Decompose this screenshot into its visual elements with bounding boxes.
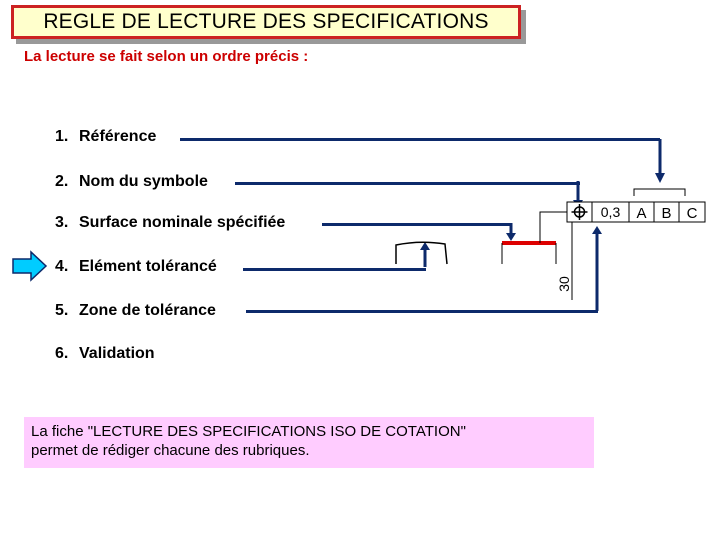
datum-a: A <box>636 205 646 222</box>
step-tolerance-zone: 5. Zone de tolérance <box>55 302 216 320</box>
step-label: Référence <box>79 128 157 145</box>
zone-arrowhead-icon <box>592 226 602 234</box>
step-number: 3. <box>55 214 69 231</box>
dimension-value: 30 <box>556 276 572 292</box>
step-line-nominal-surface <box>322 223 512 226</box>
page-title: REGLE DE LECTURE DES SPECIFICATIONS <box>43 10 489 33</box>
toleranced-element-profile <box>395 241 448 265</box>
element-arrowhead-icon <box>420 242 430 250</box>
step-number: 6. <box>55 345 69 362</box>
step-validation: 6. Validation <box>55 345 155 363</box>
datum-b: B <box>661 205 671 222</box>
step-reference: 1. Référence <box>55 128 156 146</box>
current-step-arrow-icon <box>12 250 48 282</box>
subtitle: La lecture se fait selon un ordre précis… <box>24 48 309 65</box>
step-number: 1. <box>55 128 69 145</box>
step-toleranced-element: 4. Elément tolérancé <box>55 258 217 276</box>
step-symbol-name: 2. Nom du symbole <box>55 173 208 191</box>
step-number: 4. <box>55 258 69 275</box>
surface-arrowhead-icon <box>506 233 516 241</box>
step-number: 5. <box>55 302 69 319</box>
datum-c: C <box>687 205 698 222</box>
feature-control-frame <box>566 201 706 223</box>
title-box: REGLE DE LECTURE DES SPECIFICATIONS <box>11 5 521 39</box>
frame-leader <box>539 211 567 243</box>
step-line-symbol-name <box>235 182 580 185</box>
reference-arrowhead-icon <box>655 173 665 183</box>
step-line-reference <box>180 138 660 141</box>
info-line-1: La fiche "LECTURE DES SPECIFICATIONS ISO… <box>31 423 466 440</box>
step-line-toleranced-element <box>243 268 426 271</box>
tolerance-value: 0,3 <box>601 204 621 220</box>
step-number: 2. <box>55 173 69 190</box>
step-label: Elément tolérancé <box>79 258 217 275</box>
step-line-tolerance-zone <box>246 310 598 313</box>
step-nominal-surface: 3. Surface nominale spécifiée <box>55 214 285 232</box>
info-box: La fiche "LECTURE DES SPECIFICATIONS ISO… <box>24 417 594 468</box>
position-icon <box>571 204 588 220</box>
step-label: Surface nominale spécifiée <box>79 214 286 231</box>
datum-bracket <box>633 188 686 196</box>
step-label: Nom du symbole <box>79 173 208 190</box>
info-line-2: permet de rédiger chacune des rubriques. <box>31 442 310 459</box>
step-label: Zone de tolérance <box>79 302 216 319</box>
step-label: Validation <box>79 345 155 362</box>
